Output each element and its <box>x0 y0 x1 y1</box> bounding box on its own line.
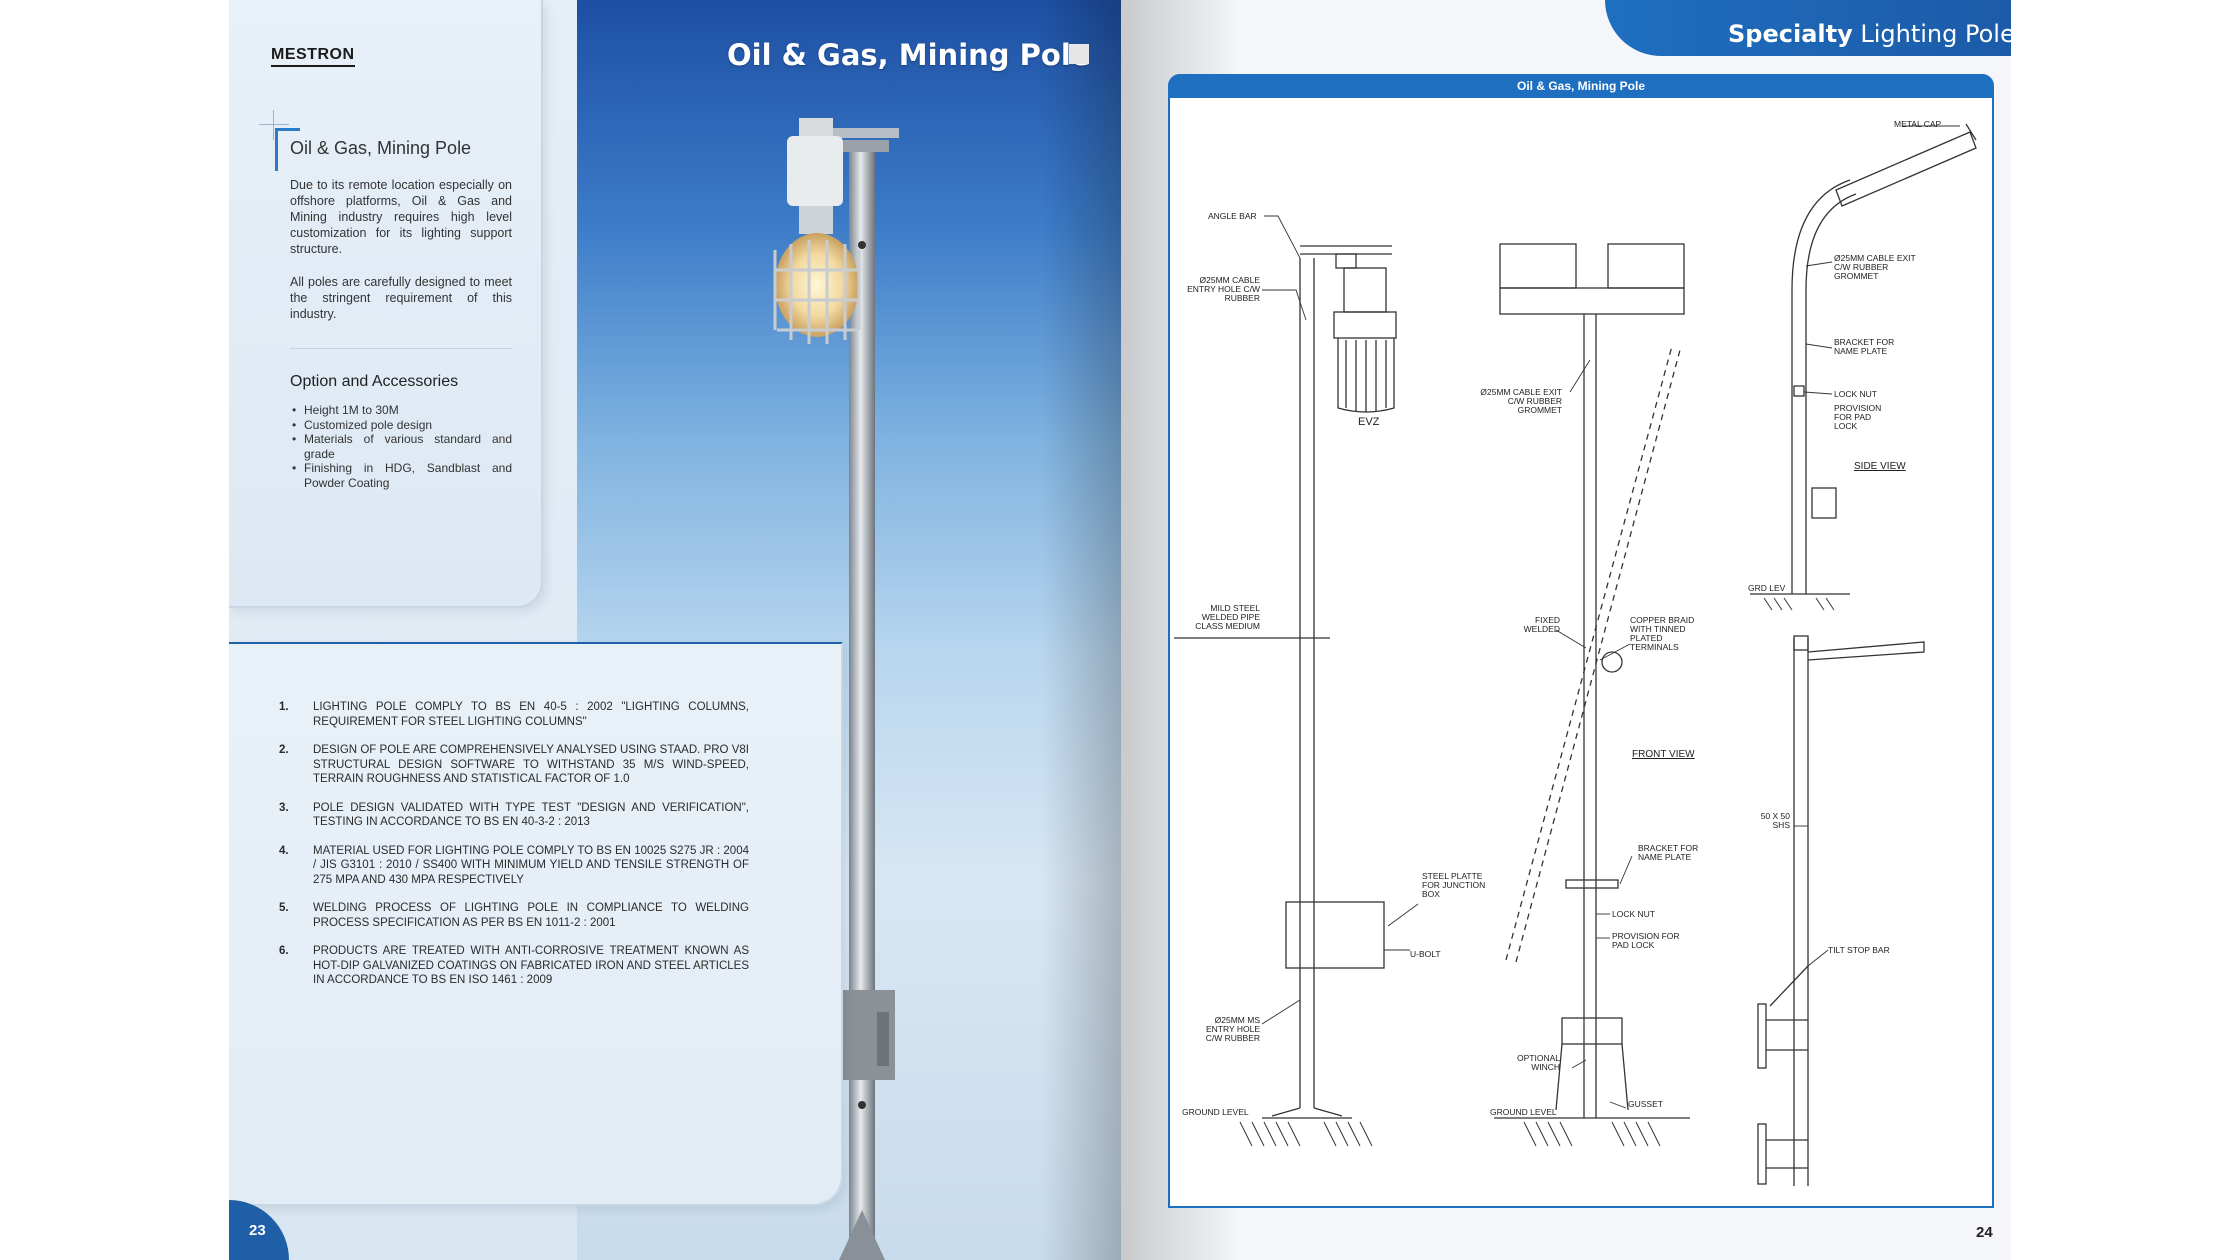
label-angle-bar: ANGLE BAR <box>1208 211 1257 221</box>
label-cable-exit: Ø25mm CABLE EXIT C/W RUBBER GROMMET <box>1480 387 1562 415</box>
intro-paragraph-1: Due to its remote location especially on… <box>290 178 512 256</box>
label-mild-steel: MILD STEEL WELDED PIPE CLASS MEDIUM <box>1195 603 1260 631</box>
label-ground-level-1: GROUND LEVEL <box>1182 1107 1249 1117</box>
label-side-view: SIDE VIEW <box>1854 461 1906 472</box>
option-item: Height 1M to 30M <box>290 403 512 418</box>
label-cable-exit-side: Ø25mm CABLE EXIT C/W RUBBER GROMMET <box>1834 253 1916 281</box>
section-title: Oil & Gas, Mining Pole <box>290 138 472 158</box>
requirement-item: 6.Products are treated with anti-corrosi… <box>279 945 749 986</box>
title-square <box>1069 44 1089 64</box>
requirement-item: 4.Material used for lighting pole comply… <box>279 844 749 886</box>
intro-card <box>229 0 543 608</box>
requirements-list: 1.Lighting pole comply to BS EN 40-5 : 2… <box>279 700 749 1002</box>
brand-logo: MESTRON <box>271 46 355 67</box>
drawing-panel <box>1168 74 1994 1208</box>
intro-paragraph-2: All poles are carefully designed to meet… <box>290 275 512 321</box>
option-item: Customized pole design <box>290 418 512 433</box>
product-photo <box>577 0 1121 1260</box>
label-tilt-stop-bar: TILT STOP BAR <box>1828 945 1890 955</box>
label-steel-plate: STEEL PLATTE FOR JUNCTION BOX <box>1422 871 1486 899</box>
header-tab <box>1605 0 2011 56</box>
label-pad-lock: PROVISION FOR PAD LOCK <box>1612 931 1680 950</box>
divider <box>290 348 512 349</box>
page-header: Specialty Lighting Pole <box>1728 20 2015 48</box>
label-optional-winch: OPTIONAL WINCH <box>1517 1053 1560 1072</box>
options-title: Option and Accessories <box>290 373 459 390</box>
label-evz: EVZ <box>1358 416 1380 428</box>
label-ground-level-2: GROUND LEVEL <box>1490 1107 1557 1117</box>
label-lock-nut-side: LOCK NUT <box>1834 389 1877 399</box>
requirement-item: 5.Welding process of lighting pole in co… <box>279 902 749 929</box>
label-grd-lev: GRD LEV <box>1748 583 1786 593</box>
options-list: Height 1M to 30M Customized pole design … <box>290 403 512 490</box>
label-front-view: FRONT VIEW <box>1632 749 1695 760</box>
left-page: MESTRON Oil & Gas, Mining Pole Due to it… <box>229 0 1121 1260</box>
requirement-item: 2.Design of pole are comprehensively ana… <box>279 744 749 785</box>
option-item: Materials of various standard and grade <box>290 432 512 461</box>
label-cable-entry: Ø25mm CABLE ENTRY HOLE C/W RUBBER <box>1187 275 1260 303</box>
title-bracket <box>275 128 300 171</box>
label-copper-braid: COPPER BRAID WITH TINNED PLATED TERMINAL… <box>1630 615 1695 652</box>
label-gusset: GUSSET <box>1628 1099 1663 1109</box>
requirement-item: 1.Lighting pole comply to BS EN 40-5 : 2… <box>279 701 749 728</box>
pole-photo-illustration <box>773 118 899 1260</box>
label-ms-entry: Ø25mm MS ENTRY HOLE C/W RUBBER <box>1205 1015 1260 1043</box>
photo-title: Oil & Gas, Mining Pole <box>727 38 1091 72</box>
panel-title: Oil & Gas, Mining Pole <box>1516 79 1645 93</box>
requirement-item: 3.Pole design validated with type test "… <box>279 801 749 829</box>
label-metal-cap: METAL CAP <box>1894 119 1942 129</box>
label-bracket-name-plate-side: BRACKET FOR NAME PLATE <box>1834 337 1895 356</box>
label-lock-nut: LOCK NUT <box>1612 909 1655 919</box>
crosshair-mark <box>259 110 289 140</box>
label-pad-lock-side: PROVISION FOR PAD LOCK <box>1834 403 1882 431</box>
option-item: Finishing in HDG, Sandblast and Powder C… <box>290 461 512 490</box>
page-number-right: 24 <box>1976 1224 1993 1241</box>
label-shs: 50 X 50 SHS <box>1760 811 1790 830</box>
label-bracket-name-plate: BRACKET FOR NAME PLATE <box>1638 843 1699 862</box>
label-fixed-welded: FIXED WELDED <box>1523 615 1560 634</box>
page-number-left: 23 <box>229 1200 289 1260</box>
label-u-bolt: U-BOLT <box>1410 949 1441 959</box>
requirements-card <box>229 642 843 1206</box>
panel-title-bar <box>1168 74 1994 98</box>
